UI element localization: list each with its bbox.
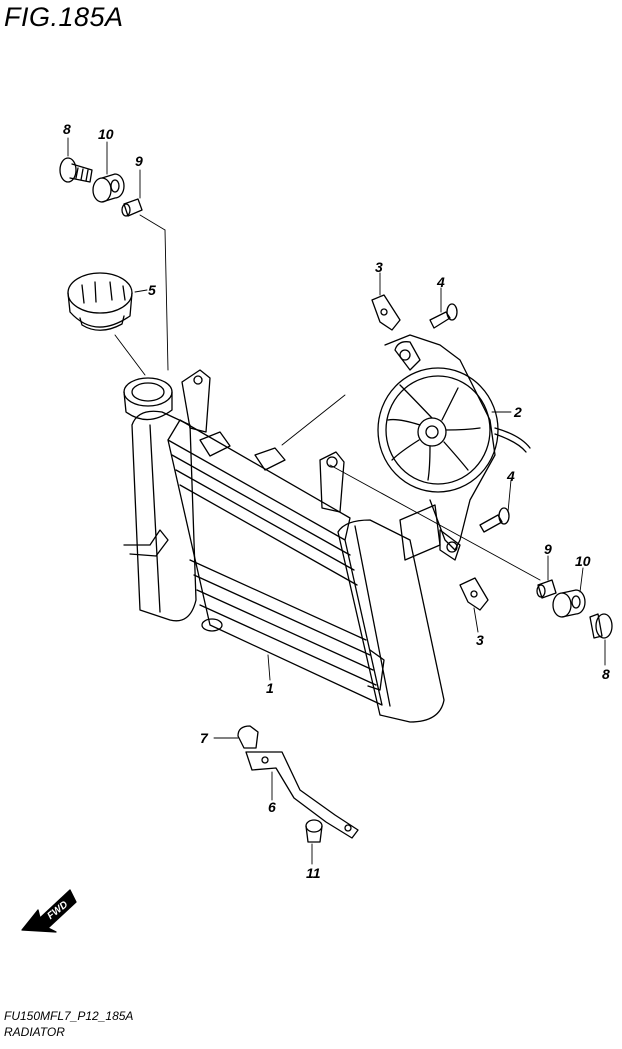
flange-bolt-part-8-lower	[589, 613, 613, 639]
bolt-part-11	[305, 819, 323, 843]
clip-part-3-lower	[459, 577, 489, 611]
radiator-part-1	[123, 369, 445, 723]
collar-part-9-lower	[536, 579, 557, 599]
clamp-part-7	[237, 725, 259, 749]
callout-8-lower: 8	[602, 666, 610, 682]
bolt-part-4-upper	[429, 303, 458, 329]
radiator-cap-part-5	[67, 272, 133, 331]
callout-4-upper: 4	[436, 274, 445, 290]
callout-10: 10	[98, 126, 114, 142]
footer: FU150MFL7_P12_185A RADIATOR	[4, 1008, 133, 1040]
bolt-part-4-lower	[479, 507, 510, 533]
grommet-part-10-lower	[552, 589, 586, 618]
callout-3-lower: 3	[476, 632, 484, 648]
callout-9: 9	[135, 153, 143, 169]
collar-part-9	[121, 198, 143, 217]
callout-11: 11	[306, 865, 321, 881]
callout-ticks	[67, 137, 606, 865]
clip-part-3-upper	[371, 294, 401, 331]
callout-2: 2	[513, 404, 522, 420]
callout-7: 7	[200, 730, 209, 746]
leader-lines	[114, 214, 541, 581]
callout-5: 5	[148, 282, 156, 298]
callout-9-lower: 9	[544, 541, 552, 557]
figure-name: RADIATOR	[4, 1025, 65, 1039]
bracket-part-6	[245, 751, 359, 839]
fwd-arrow-icon: FWD	[21, 889, 77, 933]
grommet-part-10	[92, 173, 125, 203]
callout-10-lower: 10	[575, 553, 591, 569]
figure-title: FIG.185A	[4, 2, 124, 32]
figure-code: FU150MFL7_P12_185A	[4, 1009, 134, 1023]
flange-bolt-part-8	[59, 157, 93, 183]
callout-6: 6	[268, 799, 276, 815]
callout-3-upper: 3	[375, 259, 383, 275]
cooling-fan-part-2	[377, 334, 531, 561]
callout-1: 1	[266, 680, 274, 696]
callout-4-lower: 4	[506, 468, 515, 484]
callout-8: 8	[63, 121, 71, 137]
callout-labels: 8 10 9 5 3 4 2 4 9 10 3 8 1 7 6 11	[63, 121, 610, 881]
